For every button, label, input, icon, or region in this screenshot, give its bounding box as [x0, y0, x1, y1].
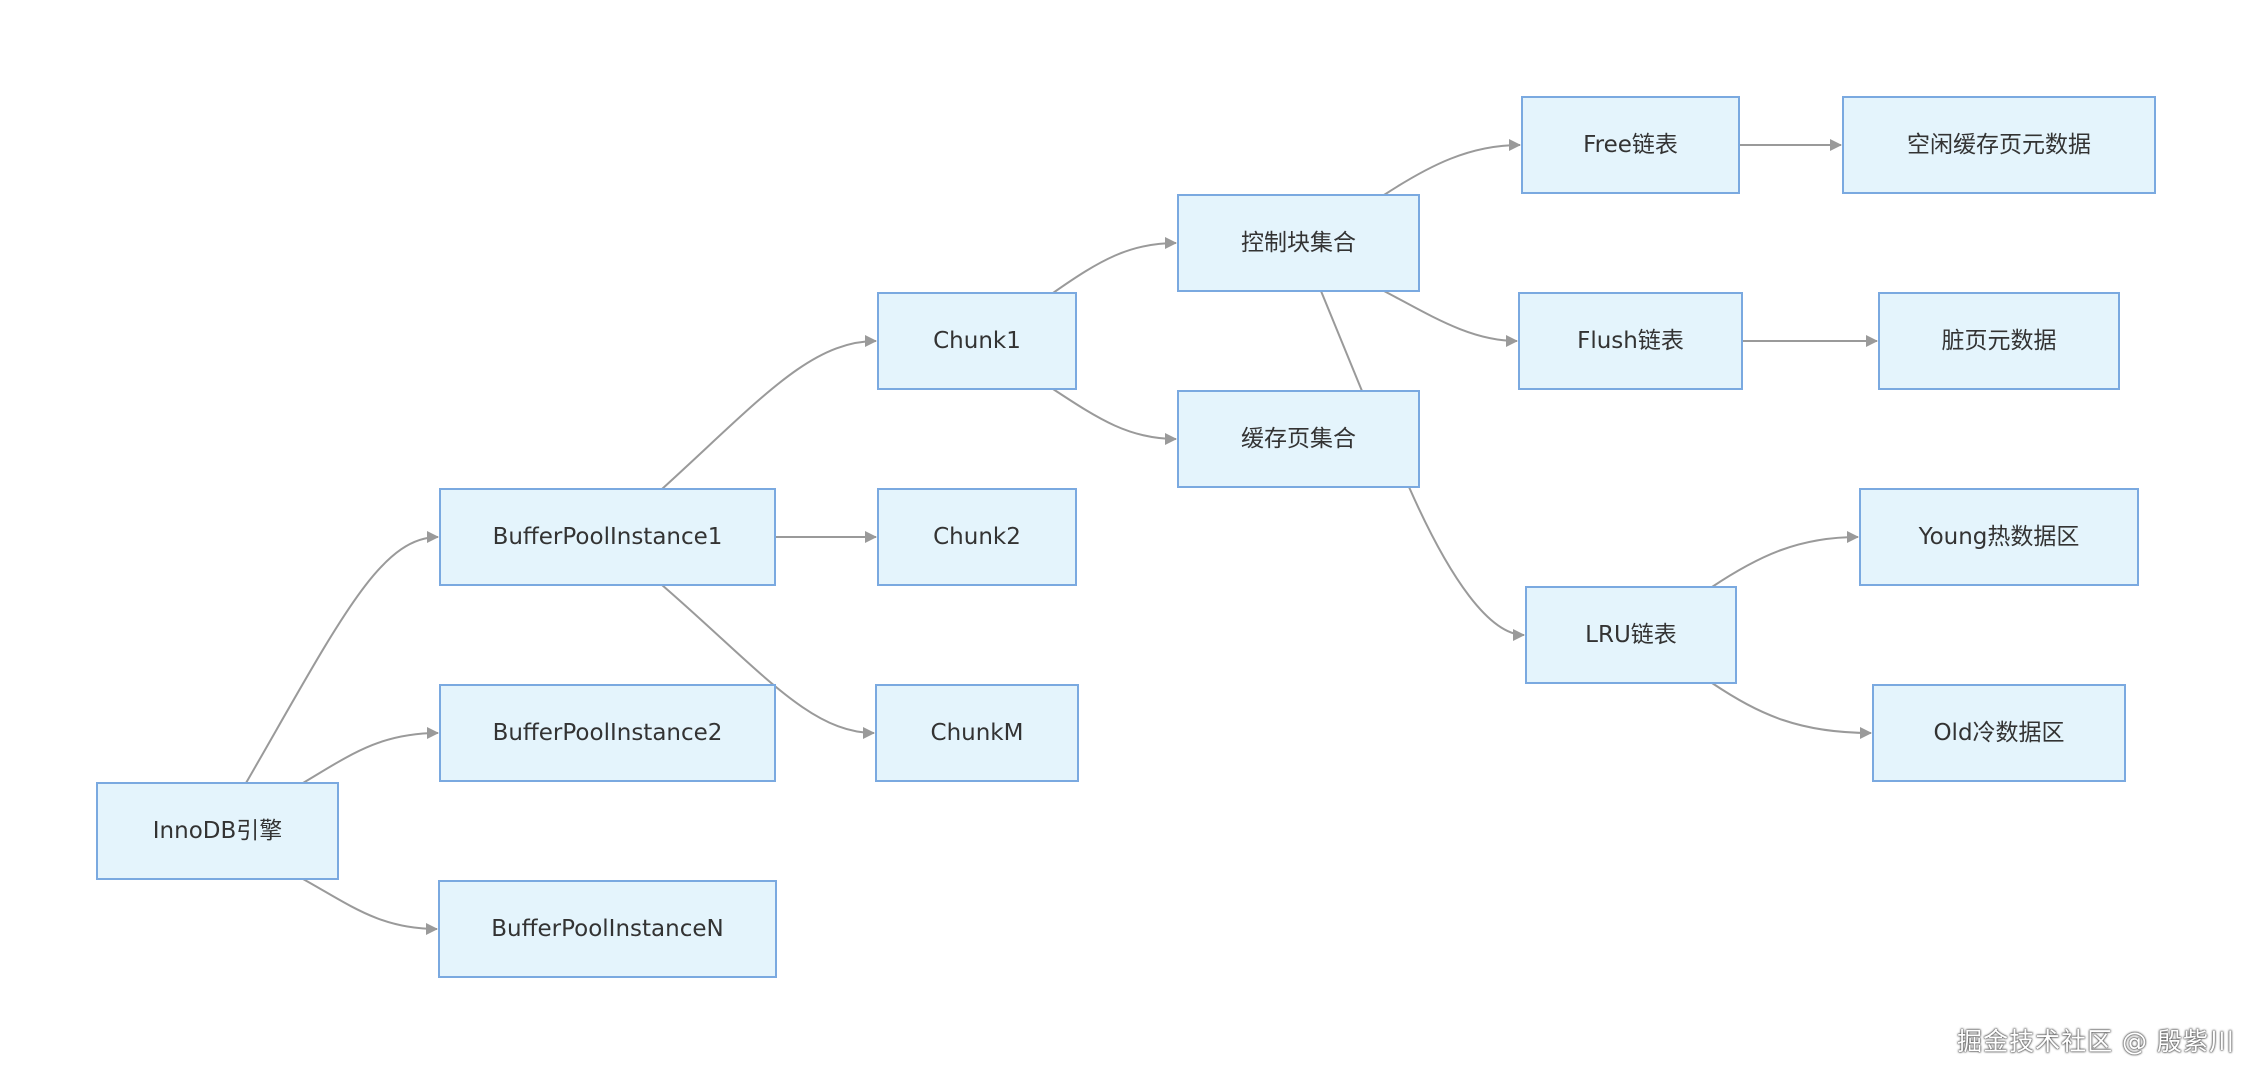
node-layer: InnoDB引擎 BufferPoolInstance1BufferPoolIns…	[96, 96, 2156, 978]
node-bpin: BufferPoolInstanceN	[438, 880, 777, 978]
edge-innodb-to-bpin	[302, 878, 438, 935]
edge-line	[302, 727, 439, 784]
edge-line	[661, 335, 877, 490]
edge-bpi1-to-chunk1	[661, 335, 877, 490]
node-innodb: InnoDB引擎	[96, 782, 339, 880]
node-label: Free链表	[1583, 132, 1678, 158]
edge-line	[1320, 290, 1363, 392]
node-dirty: 脏页元数据	[1878, 292, 2120, 390]
node-cache: 缓存页集合	[1177, 390, 1420, 488]
node-box	[1521, 96, 1740, 194]
watermark: 掘金技术社区 @ 殷紫川	[1957, 1027, 2235, 1056]
node-label: 控制块集合	[1241, 230, 1356, 256]
node-box	[877, 488, 1077, 586]
edge-layer	[245, 139, 1878, 935]
node-label: BufferPoolInstance2	[493, 720, 723, 746]
edge-line	[302, 878, 438, 935]
node-box	[875, 684, 1079, 782]
node-box	[439, 488, 776, 586]
edge-ctrl-to-free	[1383, 139, 1521, 196]
edge-line	[1408, 486, 1525, 641]
node-chunkm: ChunkM	[875, 684, 1079, 782]
node-box	[1878, 292, 2120, 390]
edge-lru-to-old	[1711, 682, 1872, 739]
edge-innodb-to-bpi2	[302, 727, 439, 784]
node-old: Old冷数据区	[1872, 684, 2126, 782]
edge-lru-to-young	[1711, 531, 1859, 588]
node-label: ChunkM	[931, 720, 1024, 746]
node-label: 脏页元数据	[1942, 328, 2057, 354]
node-label: BufferPoolInstanceN	[491, 916, 723, 942]
edge-line	[245, 531, 439, 784]
edge-line	[1052, 237, 1177, 294]
node-box	[1518, 292, 1743, 390]
node-label: LRU链表	[1585, 622, 1677, 648]
edge-chunk1-to-cache	[1052, 388, 1177, 445]
node-box	[439, 684, 776, 782]
node-label: Flush链表	[1577, 328, 1684, 354]
node-label: Chunk2	[933, 524, 1021, 550]
edge-line	[1711, 682, 1872, 739]
node-box	[1842, 96, 2156, 194]
node-box	[96, 782, 339, 880]
node-label: 空闲缓存页元数据	[1907, 132, 2091, 158]
edge-line	[1383, 139, 1521, 196]
node-freedata: 空闲缓存页元数据	[1842, 96, 2156, 194]
edge-ctrl-to-flush	[1383, 290, 1518, 347]
node-box	[1525, 586, 1737, 684]
edge-line	[661, 584, 875, 739]
edge-line	[1052, 388, 1177, 445]
edge-line	[1711, 531, 1859, 588]
node-box	[1859, 488, 2139, 586]
node-box	[1872, 684, 2126, 782]
node-lru: LRU链表	[1525, 586, 1737, 684]
node-box	[1177, 390, 1420, 488]
node-label: InnoDB引擎	[153, 818, 283, 844]
node-label: Chunk1	[933, 328, 1021, 354]
edge-cache-to-lru	[1408, 486, 1525, 641]
node-label: Young热数据区	[1918, 524, 2080, 550]
node-ctrl: 控制块集合	[1177, 194, 1420, 292]
node-label: 缓存页集合	[1241, 426, 1356, 452]
node-flush: Flush链表	[1518, 292, 1743, 390]
edge-innodb-to-bpi1	[245, 531, 439, 784]
node-label: BufferPoolInstance1	[493, 524, 723, 550]
edge-bpi1-to-chunkm	[661, 584, 875, 739]
node-box	[438, 880, 777, 978]
node-bpi1: BufferPoolInstance1	[439, 488, 776, 586]
edge-chunk1-to-ctrl	[1052, 237, 1177, 294]
node-chunk1: Chunk1	[877, 292, 1077, 390]
node-box	[1177, 194, 1420, 292]
node-young: Young热数据区	[1859, 488, 2139, 586]
node-box	[877, 292, 1077, 390]
node-label: Old冷数据区	[1933, 720, 2064, 746]
edge-ctrl-to-cache	[1320, 290, 1363, 392]
node-free: Free链表	[1521, 96, 1740, 194]
node-chunk2: Chunk2	[877, 488, 1077, 586]
node-bpi2: BufferPoolInstance2	[439, 684, 776, 782]
edge-line	[1383, 290, 1518, 347]
